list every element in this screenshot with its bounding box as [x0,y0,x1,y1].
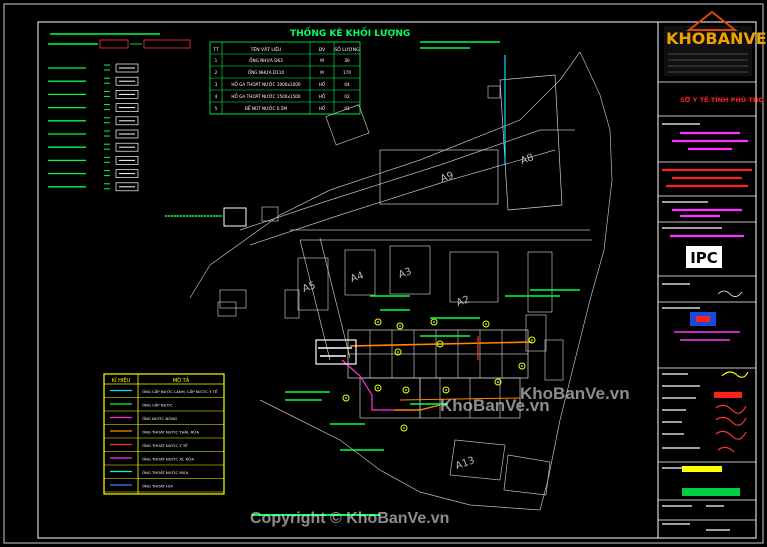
building-label: A2 [455,294,471,309]
table-cell: HỐ [319,94,326,99]
table-cell: HỐ [319,82,326,87]
legend-header-desc: MÔ TẢ [173,376,190,384]
annotations [165,41,580,516]
table-cell: HỐ GA THOÁT NƯỚC 1000x1000 [231,82,301,87]
agency-name: SỞ Y TẾ TỈNH PHÚ THỌ [680,94,764,104]
contractor-logo: IPC [690,249,718,267]
table-cell: M [320,70,324,75]
table-cell: ỐNG NHỰA D63 [249,58,283,63]
callout-box [115,63,139,73]
table-cell: 01 [344,106,350,111]
table-cell: M [320,58,324,63]
outer-border [3,3,764,544]
manhole-marker [494,378,502,386]
table-cell: ỐNG NHỰA D110 [248,70,285,75]
manhole-marker [374,384,382,392]
table-header-cell: SỐ LƯỢNG [334,45,360,53]
drawing-frame [37,21,659,539]
callout-box [115,182,139,192]
legend-description: ỐNG THOÁT NƯỚC MƯA [142,470,189,475]
building-label: A9 [439,170,455,185]
table-cell: BỂ NÚT NƯỚC 0.5M [245,106,287,111]
callout-box [115,142,139,152]
manhole-marker [430,318,438,326]
table-cell: 30 [344,58,350,63]
manhole-marker [396,322,404,330]
manhole-marker [518,362,526,370]
legend-header-symbol: KÍ HIỆU [112,376,131,384]
legend-table: KÍ HIỆU MÔ TẢ ỐNG CẤP NƯỚC LẠNH, CẤP NƯỚC … [103,373,225,495]
building-label: A3 [397,266,413,281]
table-cell: 2 [215,70,218,75]
logo-text: KHOBANVE [666,29,767,48]
building-label: A8 [519,152,535,167]
manhole-marker [482,320,490,328]
quantity-table: THỐNG KÊ KHỐI LƯỢNG TT TÊN VẬT LIỆU ĐV SỐ L… [209,26,410,115]
legend-description: ỐNG THOÁT NƯỚC XÍ, RỬA [142,457,194,462]
site-plan [189,51,613,511]
legend-description: ỐNG THOÁT NƯỚC Y TẾ [142,442,188,448]
table-cell: 3 [215,82,218,87]
table-cell: 1 [215,58,218,63]
watermark-1: KhoBanVe.vn [520,384,630,403]
manhole-marker [394,348,402,356]
watermark-2: KhoBanVe.vn [440,396,550,415]
level-callouts [48,63,139,192]
title-block: KHOBANVE SỞ Y TẾ TỈNH PHÚ THỌ IPC [657,10,767,539]
table-cell: 4 [215,94,218,99]
table-cell: 5 [215,106,218,111]
building-label: A13 [454,455,476,472]
table-title: THỐNG KÊ KHỐI LƯỢNG [290,26,410,39]
manhole-marker [436,340,444,348]
manhole-marker [400,424,408,432]
manhole-marker [528,336,536,344]
callout-box [115,103,139,112]
building-label: A4 [349,270,365,285]
watermark-copyright: Copyright © KhoBanVe.vn [250,510,450,527]
legend-description: ỐNG THOÁT HƠI [142,484,173,489]
legend-description: ỐNG NƯỚC NÓNG [142,416,177,421]
table-cell: 04 [344,82,350,87]
manhole-marker [402,386,410,394]
table-cell: 170 [343,70,351,75]
table-cell: 02 [344,94,350,99]
manhole-markers [342,318,536,432]
table-header-cell: TÊN VẬT LIỆU [250,45,282,53]
building-label: A5 [301,280,317,295]
pipe-routes [341,55,533,411]
legend-description: ỐNG THOÁT NƯỚC THẢI, RỬA [142,430,200,435]
callout-box [115,76,139,86]
table-header-cell: ĐV [319,47,326,53]
table-cell: HỐ [319,106,326,111]
table-header-cell: TT [212,47,219,53]
manhole-marker [442,386,450,394]
callout-box [115,90,139,99]
left-notes [48,33,191,49]
callout-box [115,169,139,178]
callout-box [115,116,139,126]
callout-box [115,129,139,139]
legend-description: ỐNG CẤP NƯỚC LẠNH, CẤP NƯỚC Y TẾ [142,388,218,394]
legend-description: ỐNG CẤP NƯỚC [142,403,173,408]
table-cell: HỐ GA THOÁT NƯỚC 1500x1500 [231,94,301,99]
callout-box [115,156,139,165]
manhole-marker [374,318,382,326]
manhole-marker [342,394,350,402]
